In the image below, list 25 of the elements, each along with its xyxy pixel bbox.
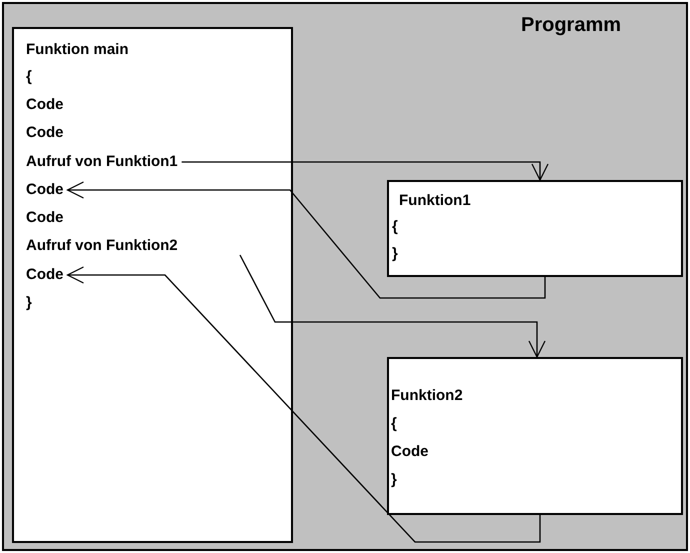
code-line: Code	[391, 443, 428, 461]
code-line: Aufruf von Funktion2	[26, 237, 178, 255]
function-box	[387, 357, 683, 515]
code-line: {	[391, 415, 397, 433]
box-title: Programm	[521, 16, 622, 34]
code-line: Code	[26, 96, 64, 114]
code-line: Code	[26, 209, 64, 227]
code-line: Code	[26, 124, 64, 142]
code-line: {	[392, 218, 398, 236]
code-line: }	[26, 294, 32, 312]
code-line: Code	[26, 266, 64, 284]
code-line: Code	[26, 181, 64, 199]
call-arrow	[239, 254, 546, 358]
code-line: {	[26, 68, 32, 86]
box-title: Funktion main	[26, 41, 128, 59]
call-arrow	[66, 266, 541, 543]
code-line: }	[391, 471, 397, 489]
code-line: }	[392, 245, 398, 263]
call-arrow	[66, 181, 546, 299]
function-box	[387, 180, 683, 277]
code-line: Aufruf von Funktion1	[26, 153, 178, 171]
call-arrow	[182, 161, 549, 181]
function-box	[12, 27, 293, 543]
box-title: Funktion2	[391, 387, 463, 405]
box-title: Funktion1	[399, 192, 471, 210]
